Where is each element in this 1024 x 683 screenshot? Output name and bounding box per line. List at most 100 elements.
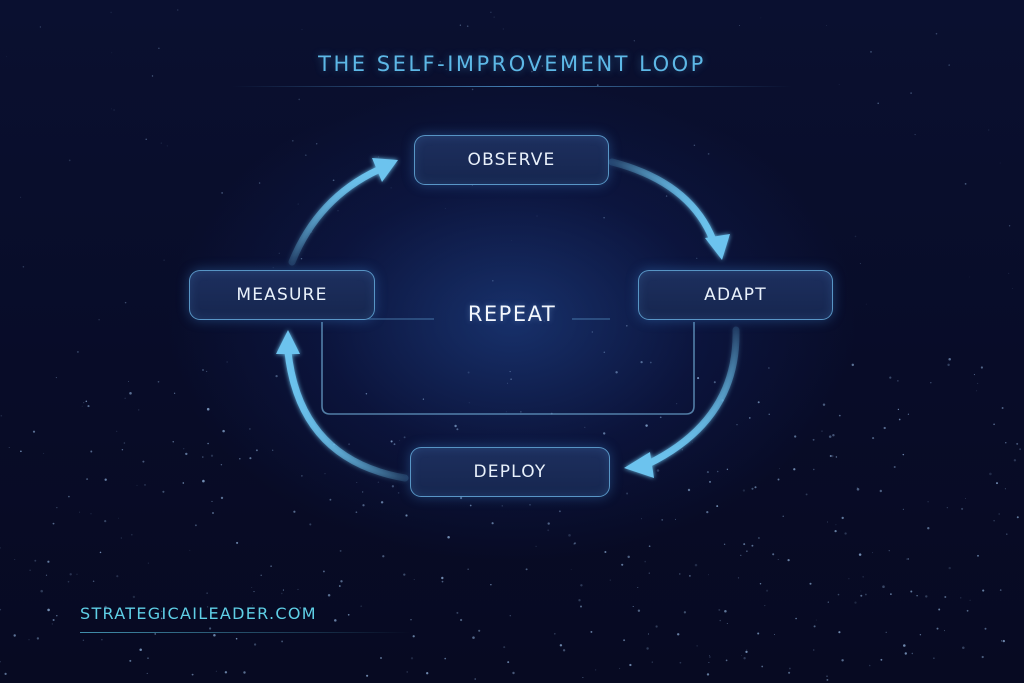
star-dot [474, 678, 477, 680]
star-dot [1008, 272, 1010, 274]
star-dot [578, 599, 581, 602]
star-dot [113, 109, 115, 111]
star-dot [337, 209, 339, 212]
star-dot [885, 631, 887, 633]
star-dot [13, 634, 16, 637]
star-dot [391, 485, 395, 488]
star-dot [1001, 407, 1004, 409]
star-dot [969, 599, 971, 601]
star-dot [948, 64, 950, 66]
star-dot [746, 649, 748, 651]
star-dot [737, 577, 740, 579]
star-dot [751, 487, 754, 490]
star-dot [570, 569, 572, 571]
star-dot [362, 491, 364, 493]
arrow-adapt-to-deploy [624, 326, 740, 478]
star-dot [907, 413, 910, 415]
star-dot [757, 632, 760, 635]
star-dot [615, 371, 618, 374]
star-dot [260, 574, 262, 577]
star-dot [568, 534, 571, 537]
star-dot [897, 408, 900, 411]
star-dot [691, 441, 693, 443]
star-dot [510, 378, 512, 381]
star-dot [258, 182, 261, 184]
star-dot [348, 443, 351, 446]
star-dot [278, 252, 280, 254]
star-dot [760, 17, 762, 19]
star-dot [946, 507, 948, 509]
star-dot [759, 583, 762, 585]
star-dot [447, 536, 450, 539]
star-dot [541, 65, 544, 67]
star-dot [594, 669, 597, 671]
star-dot [177, 9, 179, 11]
star-dot [716, 505, 719, 508]
star-dot [491, 522, 494, 525]
star-dot [493, 16, 495, 18]
star-dot [147, 562, 149, 564]
star-dot [47, 560, 50, 563]
star-dot [441, 576, 444, 580]
star-dot [158, 47, 160, 49]
star-dot [740, 554, 742, 557]
star-dot [1013, 459, 1017, 462]
star-dot [127, 381, 129, 382]
star-dot [813, 649, 815, 651]
star-dot [754, 486, 757, 489]
star-dot [377, 481, 380, 484]
star-dot [777, 559, 779, 561]
star-dot [980, 366, 983, 369]
star-dot [444, 657, 447, 660]
star-dot [828, 435, 832, 438]
star-dot [14, 559, 16, 560]
star-dot [877, 102, 879, 105]
star-dot [725, 659, 728, 662]
star-dot [34, 559, 37, 562]
star-dot [382, 555, 385, 558]
star-dot [627, 555, 630, 559]
star-dot [648, 545, 651, 548]
star-dot [215, 670, 217, 672]
star-dot [121, 448, 124, 451]
star-dot [146, 672, 148, 674]
star-dot [961, 507, 964, 510]
star-dot [211, 500, 213, 502]
star-dot [768, 413, 770, 415]
star-dot [490, 584, 492, 586]
star-dot [459, 618, 463, 622]
star-dot [827, 601, 829, 603]
star-dot [322, 570, 325, 573]
star-dot [573, 542, 577, 545]
star-dot [927, 527, 930, 530]
star-dot [977, 382, 979, 384]
star-dot [124, 397, 126, 399]
star-dot [466, 25, 469, 27]
star-dot [812, 438, 815, 441]
star-dot [249, 457, 252, 460]
star-dot [162, 490, 165, 493]
star-dot [340, 580, 343, 583]
star-dot [1005, 442, 1007, 444]
star-dot [116, 575, 119, 578]
star-dot [708, 654, 711, 657]
star-dot [172, 441, 174, 443]
star-dot [604, 550, 607, 554]
star-dot [647, 633, 649, 635]
star-dot [529, 503, 531, 506]
star-dot [111, 108, 112, 110]
star-dot [157, 380, 160, 383]
star-dot [649, 361, 652, 364]
star-dot [805, 493, 808, 496]
star-dot [1006, 533, 1008, 535]
star-dot [129, 392, 132, 395]
star-dot [5, 56, 7, 58]
star-dot [43, 452, 45, 454]
star-dot [454, 424, 457, 428]
star-dot [98, 319, 100, 321]
star-dot [582, 677, 584, 679]
star-dot [137, 409, 140, 411]
star-dot [0, 547, 1, 549]
star-dot [45, 574, 48, 576]
